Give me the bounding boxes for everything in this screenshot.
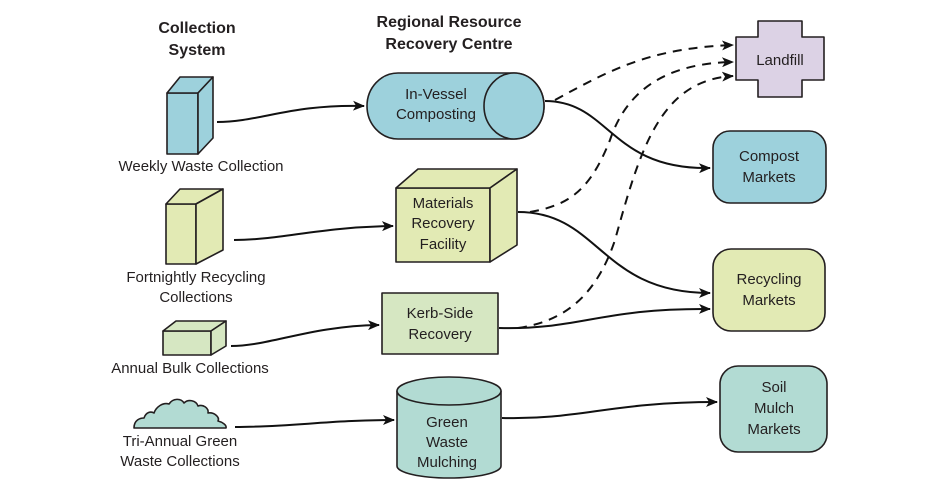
flow-arrow-fortnightly-to-mrf	[233, 221, 394, 241]
flow-arrow-invessel-to-landfill	[554, 40, 734, 101]
facility-label: Recovery	[411, 215, 475, 232]
flow-arrow-weekly-to-invessel	[216, 100, 365, 123]
header-collection-system: Collection System	[158, 20, 235, 59]
destination-label: Markets	[742, 169, 795, 186]
facility-label: Green	[426, 414, 468, 431]
flow-edges	[216, 40, 734, 428]
facility-kerb-side-recovery[interactable]: Kerb-Side Recovery	[381, 292, 499, 355]
flow-arrow-mrf-to-recycling	[517, 211, 711, 298]
destination-label: Markets	[747, 421, 800, 438]
facility-label: In-Vessel	[405, 86, 467, 103]
rounded-rect-shape	[719, 365, 828, 453]
vertical-cylinder-shape	[396, 390, 502, 479]
facility-label: Materials	[413, 195, 474, 212]
header-regional-centre: Regional Resource Recovery Centre	[377, 14, 522, 53]
facility-label: Composting	[396, 106, 476, 123]
facility-label: Waste	[426, 434, 468, 451]
facility-in-vessel-composting[interactable]: In-Vessel Composting	[366, 72, 545, 140]
source-label: Fortnightly Recycling	[126, 269, 265, 286]
destination-label: Markets	[742, 292, 795, 309]
flow-arrow-annual-to-kerbside	[230, 320, 380, 347]
source-label: Weekly Waste Collection	[118, 158, 283, 175]
cube-shape	[395, 168, 518, 263]
destination-label: Mulch	[754, 400, 794, 417]
source-label: Annual Bulk Collections	[111, 360, 269, 377]
destination-label: Recycling	[736, 271, 801, 288]
bin-tall-icon	[165, 188, 224, 265]
destination-landfill[interactable]: Landfill	[735, 20, 825, 98]
header-line: Collection	[158, 20, 235, 37]
rounded-rect-shape	[712, 248, 826, 332]
facility-green-waste-mulching[interactable]: Green Waste Mulching	[396, 376, 502, 479]
flow-arrow-kerbside-to-recycling	[498, 303, 711, 330]
flow-arrow-kerbside-to-landfill	[517, 71, 734, 329]
source-fortnightly-recycling[interactable]: Fortnightly Recycling Collections	[126, 188, 266, 306]
green-waste-pile-icon	[133, 398, 227, 429]
destination-compost-markets[interactable]: Compost Markets	[712, 130, 827, 204]
bin-tall-icon	[166, 76, 214, 155]
destination-label: Landfill	[756, 52, 804, 69]
source-label: Waste Collections	[120, 453, 240, 470]
facility-label: Kerb-Side	[407, 305, 474, 322]
cylinder-top	[396, 376, 502, 406]
source-weekly-waste[interactable]: Weekly Waste Collection	[118, 76, 284, 175]
facility-label: Facility	[420, 236, 467, 253]
source-annual-bulk[interactable]: Annual Bulk Collections	[111, 320, 269, 377]
rounded-rect-shape	[712, 130, 827, 204]
flow-arrow-mrf-to-landfill	[529, 57, 734, 213]
flow-arrow-greenwaste-to-soil	[501, 397, 718, 420]
cylinder-end	[483, 72, 545, 140]
destination-recycling-markets[interactable]: Recycling Markets	[712, 248, 826, 332]
cross-shape	[735, 20, 825, 98]
header-line: Recovery Centre	[385, 36, 512, 53]
header-line: Regional Resource	[377, 14, 522, 31]
facility-label: Mulching	[417, 454, 477, 471]
box-flat-icon	[162, 320, 227, 356]
destination-label: Soil	[761, 379, 786, 396]
source-label: Collections	[159, 289, 232, 306]
source-tri-annual-green[interactable]: Tri-Annual Green Waste Collections	[120, 398, 240, 470]
destination-label: Compost	[739, 148, 800, 165]
rectangle-shape	[381, 292, 499, 355]
flow-arrow-invessel-to-compost	[544, 100, 711, 174]
destination-soil-mulch-markets[interactable]: Soil Mulch Markets	[719, 365, 828, 453]
source-label: Tri-Annual Green	[123, 433, 238, 450]
facility-materials-recovery[interactable]: Materials Recovery Facility	[395, 168, 518, 263]
header-line: System	[169, 42, 226, 59]
facility-label: Recovery	[408, 326, 472, 343]
flow-arrow-triannual-to-greenwaste	[234, 415, 395, 428]
